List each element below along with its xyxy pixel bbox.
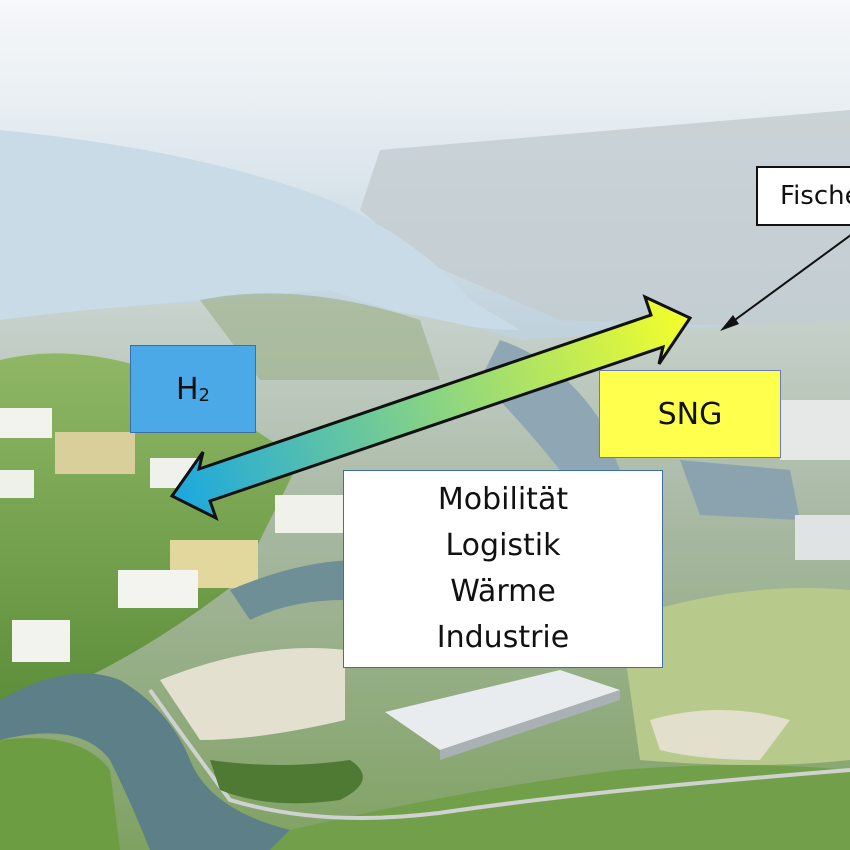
fischer-label-text: Fischer — [780, 181, 850, 211]
use-item-industrie: Industrie — [436, 620, 570, 655]
h2-label-subscript: 2 — [198, 384, 210, 406]
sng-label-text: SNG — [657, 396, 723, 432]
fischer-label-box: Fischer — [756, 166, 850, 226]
uses-list-box: Mobilität Logistik Wärme Industrie — [343, 470, 663, 668]
use-item-logistik: Logistik — [445, 528, 561, 563]
use-item-waerme: Wärme — [450, 574, 556, 609]
h2-label-text: H — [175, 371, 199, 407]
use-item-mobilitaet: Mobilität — [437, 482, 569, 517]
sng-label-box: SNG — [599, 370, 781, 458]
